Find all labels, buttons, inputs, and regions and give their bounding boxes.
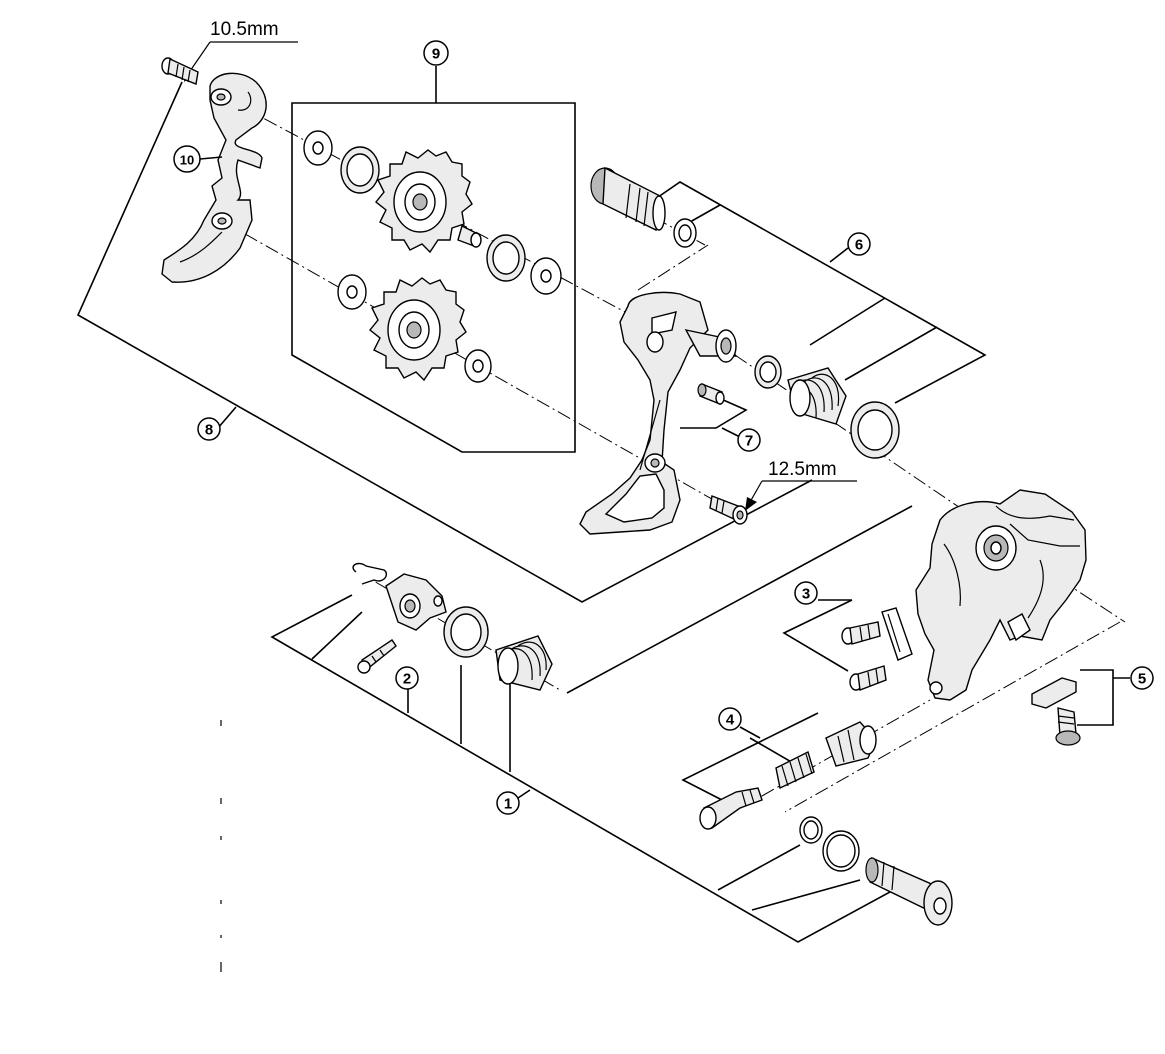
outer-cage-plate	[579, 291, 738, 535]
derailleur-main-body	[915, 489, 1087, 701]
limit-screw-top	[841, 621, 881, 645]
upper-outer-washer	[303, 130, 333, 166]
callout-1: 1	[496, 791, 520, 815]
limit-screw-bottom	[849, 665, 887, 691]
cage-stop-pin	[697, 383, 725, 405]
axis-cage-spring	[637, 244, 709, 291]
group-6-leader	[829, 247, 849, 263]
callout-4: 4	[718, 707, 742, 731]
callout-7: 7	[737, 428, 761, 452]
group-6-tick-a	[689, 204, 721, 223]
callout-5: 5	[1130, 666, 1154, 690]
cable-adjuster-bolt	[699, 787, 763, 830]
cage-return-ring	[754, 355, 782, 389]
lower-pulley-bolt	[709, 495, 748, 525]
pivot-o-ring	[673, 218, 697, 248]
callout-9: 9	[423, 40, 449, 66]
svg-text:6: 6	[855, 237, 863, 254]
group-4-bracket	[681, 712, 819, 801]
axis-mount-bolt	[784, 621, 1121, 813]
upper-pulley-wheel	[375, 149, 473, 254]
axis-cage-to-body	[734, 354, 1001, 536]
group-1-tick-a	[311, 611, 363, 660]
svg-text:3: 3	[802, 586, 810, 603]
upper-inner-washer	[530, 257, 562, 295]
limit-screw-spring-plate	[881, 607, 913, 661]
group-3-bracket	[782, 599, 853, 672]
group-6-tick-c	[844, 326, 938, 381]
mounting-bolt	[865, 856, 953, 926]
group-1-tick-f	[751, 879, 861, 911]
svg-text:1: 1	[504, 796, 512, 813]
body-return-spring	[495, 635, 553, 691]
group-8-bracket	[76, 81, 813, 603]
svg-text:7: 7	[745, 433, 753, 450]
mount-o-ring-small	[799, 816, 823, 844]
dim-12-5-arrow-line	[749, 480, 763, 503]
dim-lower-pulley-bolt: 12.5mm	[768, 459, 837, 480]
upper-cage-ring	[340, 146, 380, 194]
inner-cage-plate	[161, 72, 267, 283]
tension-clip	[352, 562, 388, 585]
group-7-bracket	[680, 394, 748, 429]
group-1-leader	[517, 789, 531, 799]
callout-3: 3	[794, 581, 818, 605]
cable-fixing-bolt	[1055, 707, 1081, 746]
cable-adjuster-spring	[775, 751, 815, 790]
cable-adjuster-barrel	[825, 721, 877, 767]
group-6-bracket	[631, 181, 987, 404]
cage-return-spring	[787, 367, 847, 425]
svg-text:9: 9	[432, 46, 440, 63]
callout-8: 8	[197, 417, 221, 441]
callout-10: 10	[173, 145, 201, 173]
tension-plate-screw	[357, 639, 397, 674]
group-6-tick-b	[809, 297, 886, 346]
cage-spring-cap	[850, 401, 900, 459]
group-8-leader	[217, 406, 237, 429]
callout-10-leader	[199, 156, 223, 160]
callout-2: 2	[395, 666, 419, 690]
mount-o-ring-large	[822, 830, 860, 872]
dim-12-5-arrowhead	[745, 497, 757, 511]
group-4-leader	[739, 726, 761, 739]
axis-adjuster	[719, 699, 931, 821]
svg-text:2: 2	[403, 671, 411, 688]
lower-pulley-wheel	[369, 277, 467, 382]
group-1-bracket	[270, 594, 891, 943]
upper-pulley-bolt	[161, 57, 199, 85]
lower-outer-washer	[337, 274, 367, 310]
lower-inner-washer	[464, 349, 492, 383]
upper-pulley-bushing	[457, 224, 482, 248]
upper-inner-cage-ring	[486, 234, 526, 282]
cable-fixing-plate	[1031, 677, 1077, 709]
group-5-bracket	[1077, 669, 1114, 726]
group-9-box	[291, 102, 576, 453]
tension-plate	[385, 573, 447, 631]
group-1-upper-link	[566, 505, 913, 694]
svg-text:4: 4	[726, 712, 735, 729]
dim-upper-pulley-bolt: 10.5mm	[210, 19, 279, 40]
svg-text:10: 10	[180, 153, 194, 168]
cage-pivot-bolt	[590, 166, 666, 232]
svg-text:5: 5	[1138, 671, 1146, 688]
svg-text:8: 8	[205, 422, 213, 439]
body-ring	[443, 606, 489, 658]
group-1-tick-e	[717, 844, 801, 891]
callout-6: 6	[847, 232, 871, 256]
axis-upper-pulley	[221, 95, 641, 321]
